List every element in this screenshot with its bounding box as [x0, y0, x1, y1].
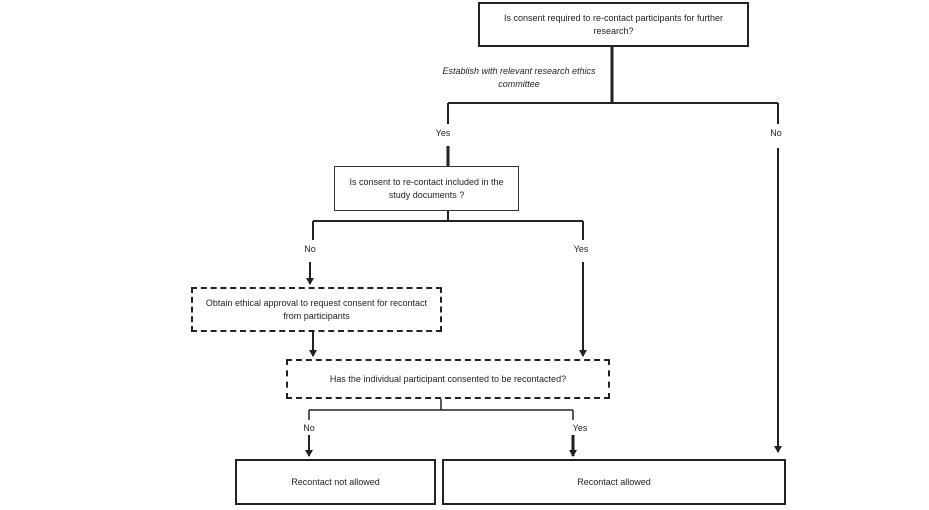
node-participant-consented-text: Has the individual participant consented…	[329, 373, 567, 384]
node-recontact-allowed-text: Recontact allowed	[577, 476, 651, 487]
node-consent-in-documents-question: Is consent to re-contact included in the…	[334, 166, 519, 211]
node-recontact-not-allowed: Recontact not allowed	[235, 459, 436, 505]
node-recontact-not-allowed-text: Recontact not allowed	[291, 476, 380, 487]
node-consent-required-text: Is consent required to re-contact partic…	[503, 12, 724, 36]
node-obtain-ethical-approval-text: Obtain ethical approval to request conse…	[205, 297, 428, 321]
ethics-committee-note: Establish with relevant research ethics …	[442, 66, 596, 89]
label-q1-yes: Yes	[435, 128, 451, 138]
node-obtain-ethical-approval: Obtain ethical approval to request conse…	[191, 287, 442, 332]
node-recontact-allowed: Recontact allowed	[442, 459, 786, 505]
label-q2-no: No	[304, 244, 316, 254]
node-consent-required-question: Is consent required to re-contact partic…	[478, 2, 749, 47]
label-q3-yes: Yes	[572, 423, 588, 433]
label-q2-yes: Yes	[573, 244, 589, 254]
node-consent-in-documents-text: Is consent to re-contact included in the…	[349, 176, 504, 200]
node-participant-consented-question: Has the individual participant consented…	[286, 359, 610, 399]
label-q1-no: No	[770, 128, 782, 138]
label-q3-no: No	[303, 423, 315, 433]
